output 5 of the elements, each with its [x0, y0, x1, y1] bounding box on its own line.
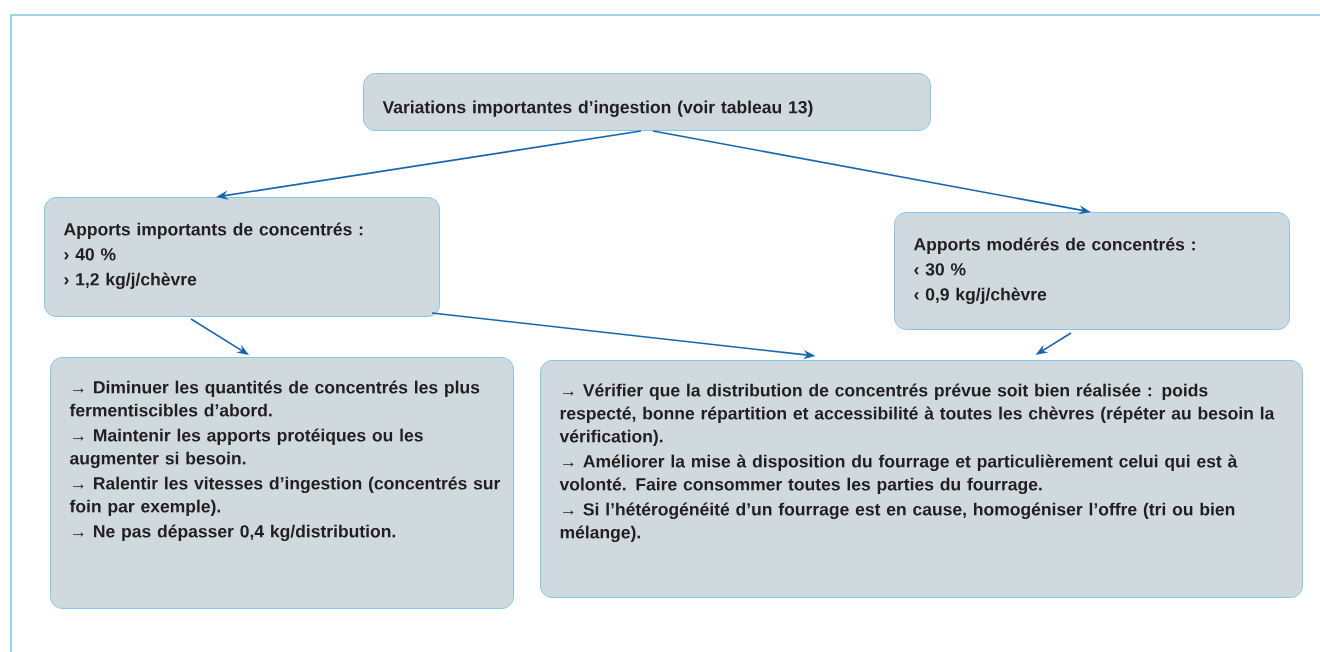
text-box: → Vérifier que la distribution de concentrés prévue soit bien réalisée : poids respecté, bonne répartition et accessibilité à toutes les chèvres (répéter au besoin la vérification). → Améliorer la mise à disposition du fourrage et particulièrement celui qui est à volonté. Faire consommer toutes les parties du fourrage. → Si l’hétérogénéité d’un fourrage est en cause, homogéniser l’offre (tri ou bien mélange). — [540, 360, 1303, 598]
text-box: Apports modérés de concentrés : ‹ 30 % ‹ 0,9 kg/j/chèvre — [894, 212, 1290, 330]
text-box: → Diminuer les quantités de concentrés les plus fermentiscibles d’abord. → Maintenir les apports protéiques ou les augmenter si besoin. → Ralentir les vitesses d’ingestion (concentrés sur foin par exemple). → Ne pas dépasser 0,4 kg/distribution. — [50, 357, 514, 609]
text-box: Variations importantes d’ingestion (voir tableau 13) — [363, 73, 931, 131]
text-box: Apports importants de concentrés : › 40 % › 1,2 kg/j/chèvre — [44, 197, 440, 317]
